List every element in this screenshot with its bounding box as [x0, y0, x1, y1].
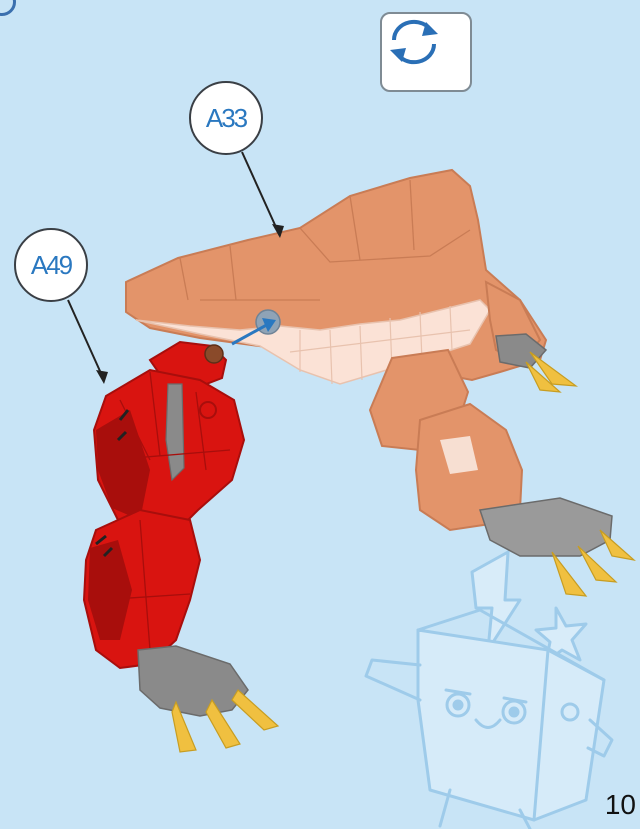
arrowhead-a49 — [96, 370, 108, 384]
part-label-a49: A49 — [14, 228, 88, 302]
red-leg-a49 — [84, 342, 278, 752]
part-label-a33-text: A33 — [206, 103, 246, 134]
part-label-a33: A33 — [189, 81, 263, 155]
rotate-view-button[interactable] — [380, 12, 472, 92]
part-label-a49-text: A49 — [31, 250, 71, 281]
page-number: 10 — [605, 789, 636, 821]
